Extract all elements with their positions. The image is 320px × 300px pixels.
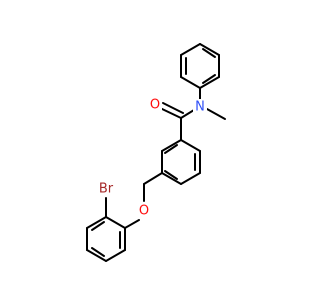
central-benzene-ring (161, 139, 201, 185)
ether-oxygen-symbol: O (139, 204, 149, 219)
atom-label-ether-oxygen: O (137, 203, 151, 219)
bromophenyl-ring (86, 197, 126, 262)
molecule-structure-diagram: O N O Br (86, 43, 226, 262)
amide-nitrogen-bonds (180, 87, 226, 120)
amide-nitrogen-symbol: N (195, 100, 205, 115)
atom-label-carbonyl-oxygen: O (148, 97, 162, 113)
carbonyl-oxygen-symbol: O (150, 98, 160, 113)
atom-label-bromine: Br (96, 181, 118, 197)
bromine-symbol: Br (99, 182, 114, 197)
methylene-ether-linker (124, 172, 163, 229)
carbonyl-group (159, 102, 184, 141)
n-phenyl-ring (180, 43, 220, 89)
atom-label-amide-nitrogen: N (193, 99, 207, 115)
